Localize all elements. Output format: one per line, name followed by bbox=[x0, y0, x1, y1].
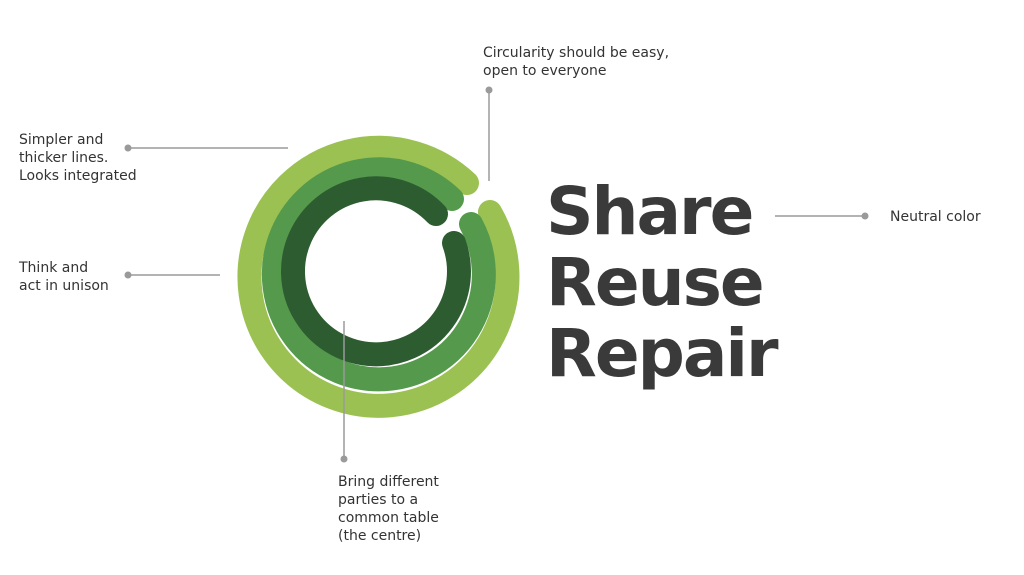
annotation-top: Circularity should be easy, open to ever… bbox=[483, 45, 670, 79]
wordmark-reuse: Reuse bbox=[546, 244, 765, 321]
connector-bottom-dot bbox=[340, 455, 348, 463]
connector-left-lower-dot bbox=[124, 271, 132, 279]
annotation-left-lower: Think and act in unison bbox=[19, 260, 109, 294]
connector-left-upper-dot bbox=[124, 144, 132, 152]
inner-ring bbox=[281, 176, 471, 367]
middle-ring bbox=[261, 157, 496, 392]
wordmark-repair: Repair bbox=[546, 315, 779, 392]
annotation-right: Neutral color bbox=[890, 209, 981, 225]
connector-top-dot bbox=[485, 86, 493, 94]
annotation-left-upper: Simpler and thicker lines. Looks integra… bbox=[19, 132, 137, 184]
outer-ring bbox=[237, 135, 520, 418]
connector-right-dot bbox=[861, 212, 869, 220]
annotation-bottom: Bring different parties to a common tabl… bbox=[338, 474, 439, 544]
wordmark-share: Share bbox=[546, 173, 754, 250]
